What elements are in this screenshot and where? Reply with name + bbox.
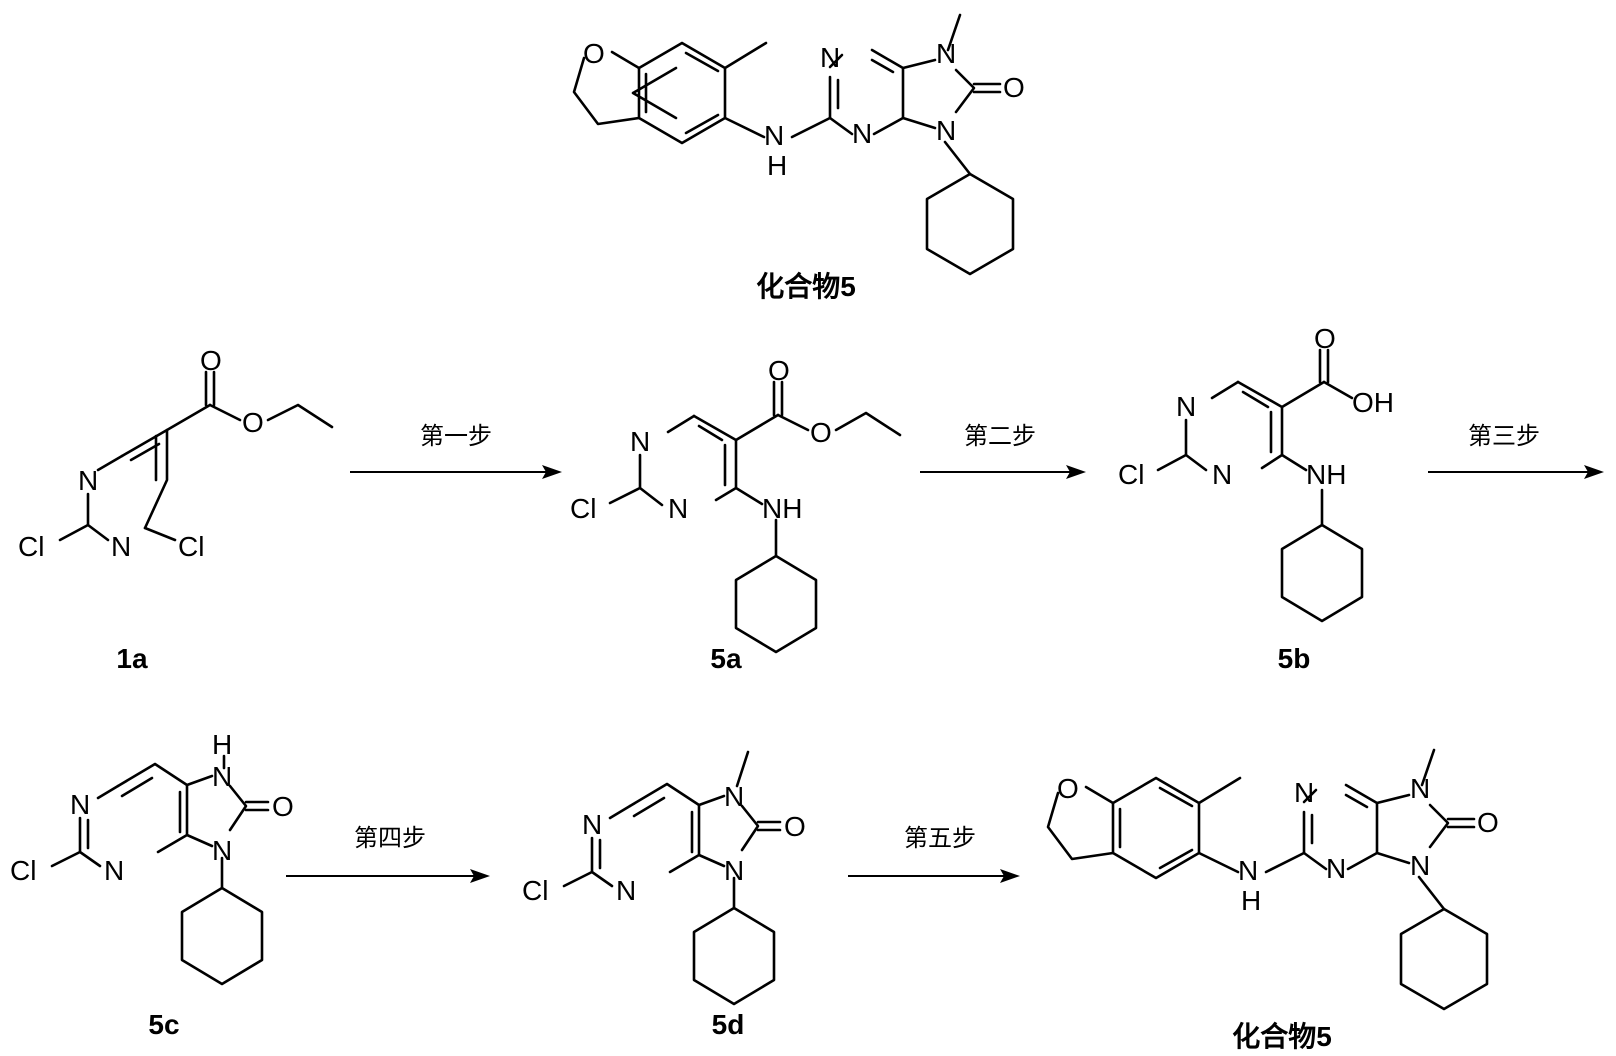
5d-atom-N7: N bbox=[724, 781, 744, 812]
5b-atom-NH: NH bbox=[1306, 459, 1346, 490]
compound-5a-label: 5a bbox=[710, 643, 742, 674]
5b-atom-Cl: Cl bbox=[1118, 459, 1144, 490]
arrow-step-4 bbox=[286, 869, 490, 883]
1a-atom-O-ester: O bbox=[242, 407, 264, 438]
5d-atom-N3: N bbox=[616, 875, 636, 906]
compound-5c-label: 5c bbox=[148, 1009, 179, 1040]
1a-atom-Cl-left: Cl bbox=[18, 531, 44, 562]
5c-atom-N9: N bbox=[212, 835, 232, 866]
5-atom-N9: N bbox=[1410, 850, 1430, 881]
atom-O: O bbox=[1003, 72, 1025, 103]
5a-atom-N-bottom: N bbox=[668, 493, 688, 524]
compound-5b-atoms: N N Cl NH O OH bbox=[1118, 323, 1394, 490]
5a-atom-N-top: N bbox=[630, 426, 650, 457]
5a-atom-O-carbonyl: O bbox=[768, 355, 790, 386]
5d-atom-O: O bbox=[784, 811, 806, 842]
compound-5b-label: 5b bbox=[1278, 643, 1311, 674]
5c-atom-N7-H: H bbox=[212, 729, 232, 760]
5b-atom-N-top: N bbox=[1176, 391, 1196, 422]
5a-atom-O-ester: O bbox=[810, 417, 832, 448]
atom-NH-H: H bbox=[767, 150, 787, 181]
target-compound-label: 化合物5 bbox=[756, 270, 856, 302]
compound-5a-atoms: N N Cl NH O O bbox=[570, 355, 832, 524]
5-atom-NH-N: N bbox=[1238, 855, 1258, 886]
compound-1a-structure bbox=[60, 372, 332, 540]
step-1-label: 第一步 bbox=[420, 422, 492, 450]
5c-atom-Cl: Cl bbox=[10, 855, 36, 886]
atom-N1: N bbox=[820, 42, 840, 73]
atom-ring-O: O bbox=[583, 38, 605, 69]
5c-atom-N3: N bbox=[104, 855, 124, 886]
arrow-step-3 bbox=[1428, 465, 1604, 479]
5-atom-ring-O: O bbox=[1057, 773, 1079, 804]
atom-NH-N: N bbox=[764, 120, 784, 151]
compound-5c-atoms: N N Cl N H N O bbox=[10, 729, 294, 886]
step-4-label: 第四步 bbox=[354, 824, 426, 852]
1a-atom-Cl-right: Cl bbox=[178, 531, 204, 562]
5-atom-NH-H: H bbox=[1241, 885, 1261, 916]
step-2-label: 第二步 bbox=[964, 422, 1036, 450]
compound-5-label: 化合物5 bbox=[1232, 1020, 1332, 1052]
step-3-label: 第三步 bbox=[1468, 422, 1540, 450]
5-atom-N3: N bbox=[1326, 853, 1346, 884]
compound-5d-label: 5d bbox=[712, 1009, 745, 1040]
1a-atom-O-carbonyl: O bbox=[200, 345, 222, 376]
5-atom-O: O bbox=[1477, 807, 1499, 838]
arrow-step-1 bbox=[350, 465, 562, 479]
5a-atom-Cl: Cl bbox=[570, 493, 596, 524]
5d-atom-N1: N bbox=[582, 809, 602, 840]
arrow-step-2 bbox=[920, 465, 1086, 479]
5b-atom-O-carbonyl: O bbox=[1314, 323, 1336, 354]
step-5-label: 第五步 bbox=[904, 824, 976, 852]
atom-N9: N bbox=[936, 115, 956, 146]
compound-5a-structure bbox=[610, 382, 900, 652]
5a-atom-NH: NH bbox=[762, 493, 802, 524]
5-atom-N1: N bbox=[1294, 777, 1314, 808]
1a-atom-N-bottom: N bbox=[111, 531, 131, 562]
5b-atom-OH: OH bbox=[1352, 387, 1394, 418]
5-atom-N7: N bbox=[1410, 773, 1430, 804]
atom-N7: N bbox=[936, 38, 956, 69]
compound-5d-structure bbox=[564, 752, 780, 1004]
5b-atom-N-bottom: N bbox=[1212, 459, 1232, 490]
5d-atom-Cl: Cl bbox=[522, 875, 548, 906]
arrow-step-5 bbox=[848, 869, 1020, 883]
1a-atom-N-top: N bbox=[78, 465, 98, 496]
5c-atom-O: O bbox=[272, 791, 294, 822]
5c-atom-N7: N bbox=[212, 761, 232, 792]
5d-atom-N9: N bbox=[724, 855, 744, 886]
compound-5d-atoms: N N Cl N N O bbox=[522, 781, 806, 906]
5c-atom-N1: N bbox=[70, 789, 90, 820]
compound-1a-label: 1a bbox=[116, 643, 148, 674]
atom-N3: N bbox=[852, 118, 872, 149]
